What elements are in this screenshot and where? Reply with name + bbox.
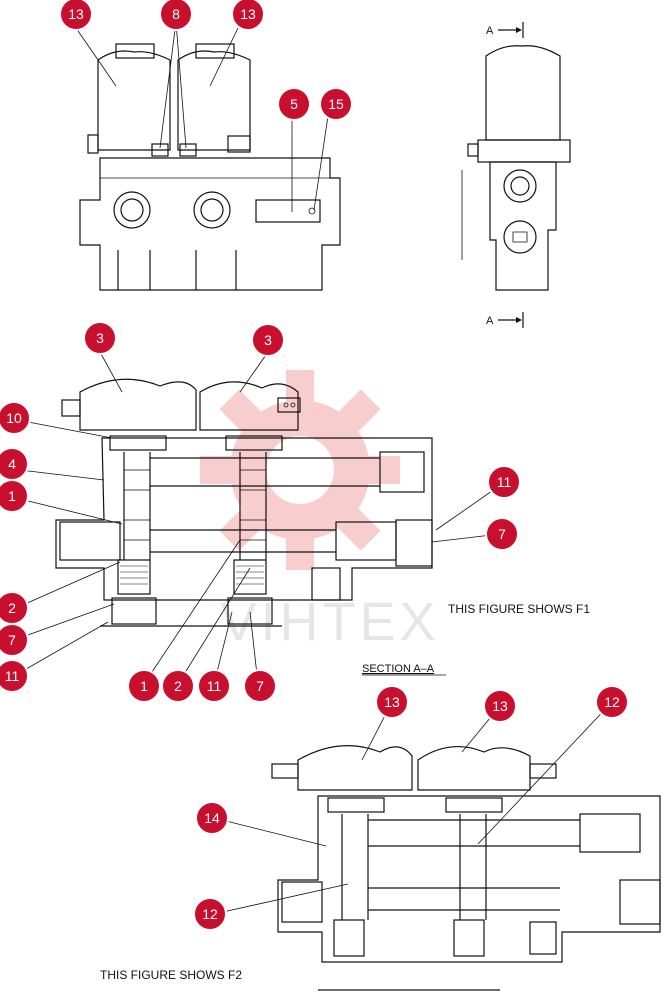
svg-text:1: 1	[8, 488, 16, 504]
callout-7-a: 7	[485, 517, 519, 551]
callout-2-b: 2	[161, 669, 195, 703]
svg-text:7: 7	[8, 632, 16, 648]
callout-4: 4	[0, 447, 29, 481]
section-f2	[271, 745, 661, 991]
leader-lines	[13, 21, 613, 915]
callout-13-c: 13	[375, 685, 409, 719]
svg-text:5: 5	[290, 96, 298, 112]
callout-bubbles: 13 13 8 5 15 3 3 10 4 1 11 7 2 7 11 1 2 …	[0, 0, 629, 931]
section-marker-bottom: A	[486, 315, 494, 327]
callout-3-b: 3	[251, 323, 285, 357]
svg-text:14: 14	[204, 810, 220, 826]
callout-10: 10	[0, 401, 31, 435]
svg-text:3: 3	[264, 332, 272, 348]
callout-13-d: 13	[483, 689, 517, 723]
callout-7-b: 7	[0, 623, 29, 657]
svg-text:13: 13	[384, 694, 400, 710]
callout-5: 5	[277, 87, 311, 121]
watermark-logo	[200, 370, 400, 570]
svg-text:13: 13	[240, 6, 256, 22]
callout-12-b: 12	[193, 897, 227, 931]
side-view: A A	[461, 22, 571, 328]
svg-text:1: 1	[140, 678, 148, 694]
svg-text:15: 15	[328, 96, 344, 112]
callout-1-a: 1	[0, 479, 29, 513]
callout-13-a: 13	[59, 0, 93, 31]
svg-text:7: 7	[256, 678, 264, 694]
svg-text:10: 10	[6, 410, 22, 426]
section-f1	[55, 378, 433, 627]
figure-f2-caption: THIS FIGURE SHOWS F2	[100, 968, 242, 982]
svg-text:11: 11	[207, 678, 222, 694]
section-marker-top: A	[486, 25, 494, 37]
figure-f1-caption: THIS FIGURE SHOWS F1	[448, 602, 590, 616]
svg-text:11: 11	[497, 474, 512, 490]
callout-13-b: 13	[231, 0, 265, 31]
callout-11-c: 11	[197, 669, 231, 703]
front-view	[79, 43, 341, 291]
callout-1-b: 1	[127, 669, 161, 703]
svg-text:2: 2	[8, 600, 16, 616]
svg-text:3: 3	[96, 330, 104, 346]
callout-15: 15	[319, 87, 353, 121]
svg-text:4: 4	[8, 456, 16, 472]
callout-3-a: 3	[83, 321, 117, 355]
callout-2-a: 2	[0, 591, 29, 625]
callout-11-a: 11	[487, 465, 521, 499]
watermark-text: VIHTEX	[220, 592, 439, 652]
callout-12-a: 12	[595, 685, 629, 719]
section-title: SECTION A–A	[362, 663, 435, 675]
svg-text:7: 7	[498, 526, 506, 542]
svg-text:13: 13	[492, 698, 508, 714]
callout-7-c: 7	[243, 669, 277, 703]
callout-8: 8	[159, 0, 193, 31]
svg-text:12: 12	[202, 906, 218, 922]
callout-14: 14	[195, 801, 229, 835]
callout-11-b: 11	[0, 659, 29, 693]
svg-text:13: 13	[68, 6, 84, 22]
svg-text:2: 2	[174, 678, 182, 694]
svg-text:8: 8	[172, 6, 180, 22]
svg-text:11: 11	[5, 668, 20, 684]
svg-text:12: 12	[604, 694, 620, 710]
